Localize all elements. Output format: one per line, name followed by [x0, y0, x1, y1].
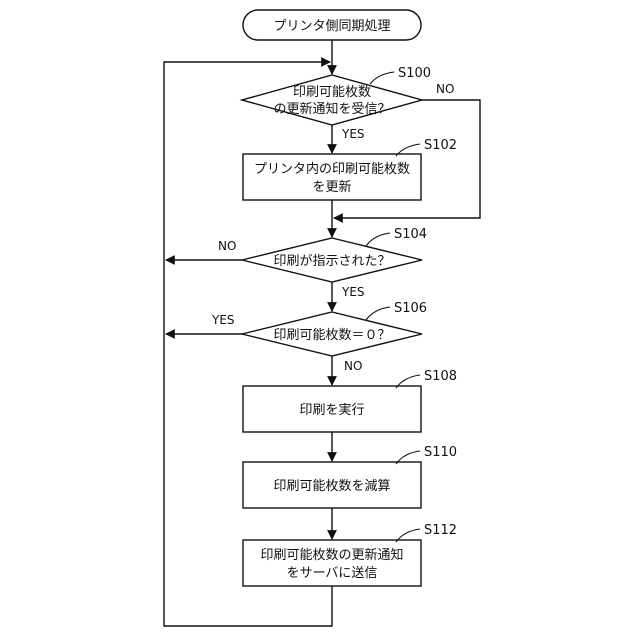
s104-line-1: 印刷が指示された？: [273, 254, 390, 269]
s110-line-1: 印刷可能枚数を減算: [273, 478, 390, 494]
start-label: プリンタ側同期処理: [273, 19, 390, 34]
s102-line-2: を更新: [312, 179, 351, 195]
s102-id: S102: [424, 138, 457, 153]
s104-yes-label: YES: [341, 285, 365, 299]
s104-id: S104: [394, 227, 427, 242]
s104-no-label: NO: [218, 239, 236, 253]
s102-line-1: プリンタ内の印刷可能枚数: [254, 161, 410, 177]
s104-leader: [366, 233, 390, 246]
s100-no-label: NO: [436, 82, 454, 96]
s112-line-2: をサーバに送信: [287, 566, 378, 581]
s112-id: S112: [424, 523, 457, 538]
s100-yes-label: YES: [341, 127, 365, 141]
s112-line-1: 印刷可能枚数の更新通知: [260, 547, 403, 563]
s100-leader: [370, 72, 394, 84]
s106-id: S106: [394, 301, 427, 316]
s108-id: S108: [424, 369, 457, 384]
s106-leader: [366, 307, 390, 320]
s106-no-label: NO: [344, 359, 362, 373]
decision-s100: [242, 75, 422, 125]
s108-line-1: 印刷を実行: [299, 402, 364, 418]
s100-line-2: の更新通知を受信？: [273, 101, 390, 117]
s100-line-1: 印刷可能枚数: [293, 85, 371, 100]
s106-yes-label: YES: [211, 313, 235, 327]
s106-line-1: 印刷可能枚数＝０？: [273, 328, 390, 343]
s110-id: S110: [424, 445, 457, 460]
s100-id: S100: [398, 66, 431, 81]
